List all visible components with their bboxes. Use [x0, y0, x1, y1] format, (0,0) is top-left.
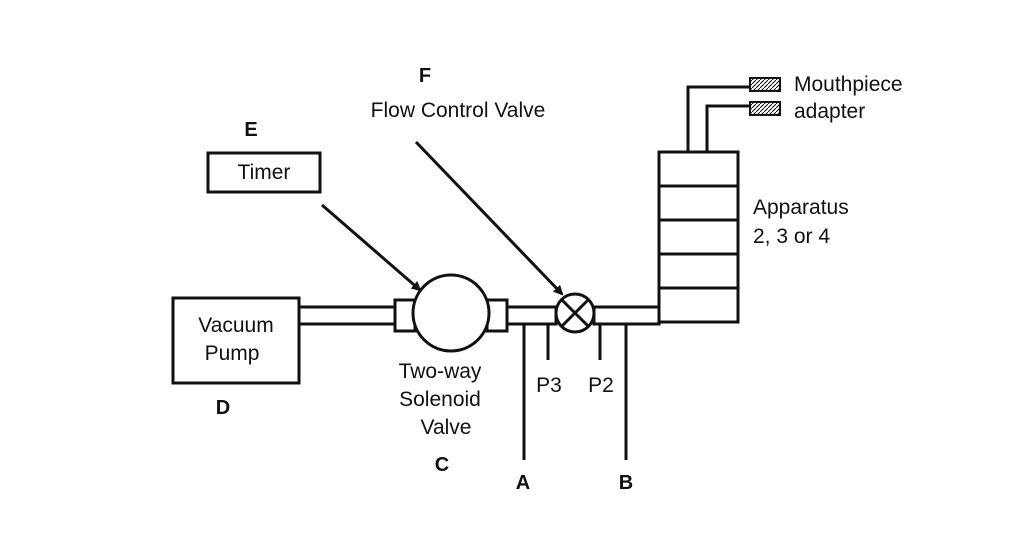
solenoid-label-line1: Two-way [399, 360, 482, 383]
induction-tube-inner [705, 104, 750, 152]
mouthpiece-adapter-block [749, 77, 781, 92]
solenoid-label-line3: Valve [421, 416, 472, 439]
mouthpiece-adapter-block [749, 101, 781, 116]
label-b: B [619, 472, 633, 494]
vacuum-pump-box [171, 296, 301, 385]
flow-valve-cross-2 [560, 298, 590, 328]
solenoid-label-line2: Solenoid [399, 388, 481, 411]
timer-arrow [321, 203, 422, 292]
mouthpiece-label: Mouthpiece [794, 73, 903, 96]
flow-valve-arrow [414, 140, 564, 296]
vacuum-pump-label-line2: Pump [205, 342, 260, 365]
pipe-solenoid-flow-valve [505, 305, 558, 326]
label-f: F [419, 65, 431, 87]
timer-label: Timer [238, 161, 291, 184]
timer-box [206, 151, 322, 194]
flow-control-valve-label: Flow Control Valve [371, 99, 546, 122]
pipe-flow-valve-apparatus [592, 305, 661, 326]
apparatus-label-line2: 2, 3 or 4 [753, 225, 830, 248]
label-a: A [516, 472, 530, 494]
label-c: C [435, 454, 449, 476]
solenoid-valve-body [411, 273, 491, 353]
label-e: E [244, 119, 257, 141]
apparatus-label-line1: Apparatus [753, 196, 849, 219]
induction-tube-outer [686, 85, 750, 152]
vacuum-pump-label-line1: Vacuum [198, 314, 273, 337]
adapter-label: adapter [794, 100, 865, 123]
label-p3: P3 [536, 374, 562, 397]
label-p2: P2 [588, 374, 614, 397]
apparatus-stack [657, 150, 740, 324]
label-d: D [216, 397, 230, 419]
pipe-pump-solenoid [297, 305, 397, 326]
